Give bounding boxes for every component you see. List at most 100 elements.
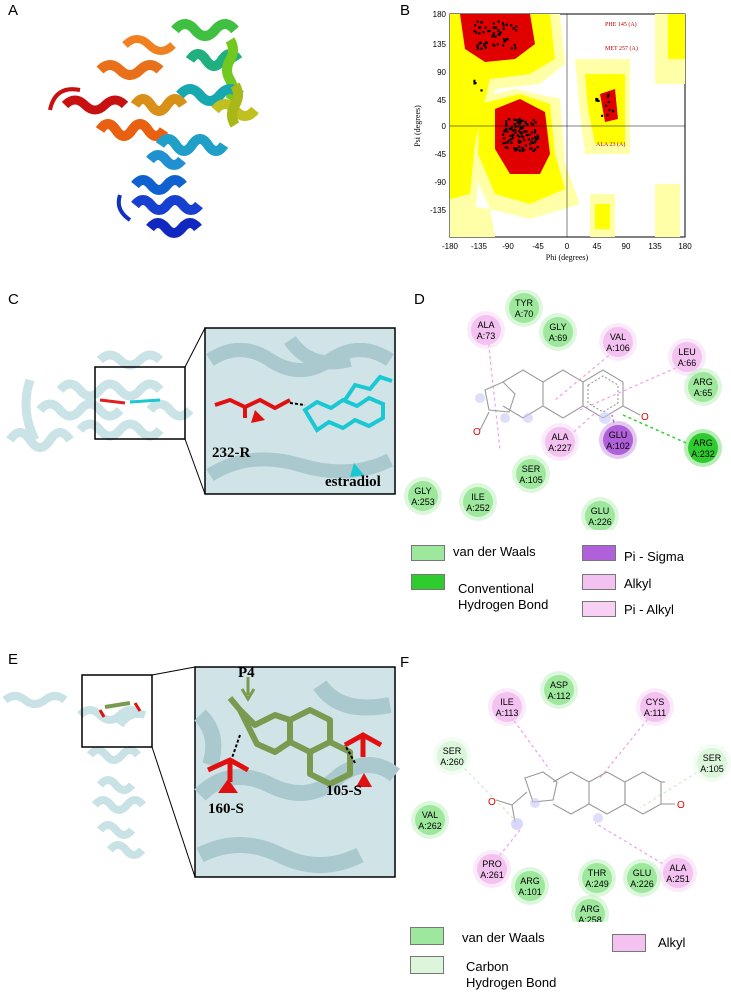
ramachandran-point: [476, 20, 479, 23]
ramachandran-point: [595, 99, 598, 102]
ramachandran-point: [506, 140, 509, 143]
ramachandran-point: [530, 140, 533, 143]
residue-name: GLY: [549, 322, 566, 332]
ramachandran-point: [473, 30, 476, 33]
ramachandran-point: [503, 137, 506, 140]
ramachandran-point: [521, 146, 524, 150]
residue-name: SER: [703, 753, 722, 763]
docking-view-p4: P4 160-S 105-S: [2, 665, 400, 878]
ramachandran-point: [505, 23, 508, 26]
ramachandran-point: [478, 42, 481, 45]
y-tick: -135: [430, 206, 447, 215]
ramachandran-point: [521, 126, 524, 130]
ramachandran-point: [505, 37, 509, 41]
ramachandran-point: [531, 137, 534, 140]
residue-name: GLU: [633, 868, 652, 878]
ramachandran-points: [473, 20, 615, 153]
ramachandran-point: [494, 26, 498, 29]
ramachandran-point: [476, 45, 479, 49]
residue-name: SER: [522, 464, 541, 474]
ramachandran-point: [504, 141, 507, 144]
ramachandran-point: [515, 29, 518, 32]
ramachandran-point: [530, 131, 534, 134]
ramachandran-plot: PHE 145 (A) MET 257 (A) ALA 23 (A) -180 …: [413, 10, 692, 262]
ramachandran-point: [514, 128, 517, 131]
residue-id: A:226: [588, 517, 612, 527]
ramachandran-point: [526, 123, 529, 126]
panel-letter-b: B: [400, 2, 411, 19]
ramachandran-point: [519, 119, 522, 122]
svg-text:O: O: [677, 800, 685, 811]
ramachandran-point: [510, 47, 513, 50]
panel-letter-f: F: [400, 654, 410, 671]
annotation-phe145: PHE 145 (A): [605, 21, 637, 28]
ramachandran-point: [534, 136, 537, 139]
x-tick: 90: [622, 242, 631, 251]
x-tick: -90: [502, 242, 514, 251]
residue-id: A:105: [700, 764, 724, 774]
ramachandran-point: [530, 122, 533, 125]
residue-name: GLU: [609, 430, 628, 440]
ramachandran-point: [502, 44, 505, 47]
ramachandran-point: [606, 113, 609, 117]
ramachandran-point: [511, 129, 515, 132]
ramachandran-point: [519, 126, 522, 129]
residue-id: A:226: [630, 879, 654, 889]
ramachandran-point: [514, 125, 517, 128]
ramachandran-point: [513, 118, 517, 122]
residue-id: A:261: [480, 870, 504, 880]
legend-label-vdw-f: van der Waals: [462, 930, 545, 945]
residue-id: A:66: [678, 358, 697, 368]
ramachandran-point: [492, 22, 496, 25]
annotation-met257: MET 257 (A): [605, 45, 638, 52]
ramachandran-point: [503, 130, 506, 133]
residue-id: A:69: [549, 333, 568, 343]
svg-text:O: O: [488, 797, 496, 808]
ramachandran-point: [492, 32, 496, 35]
ramachandran-point: [480, 47, 483, 50]
ramachandran-point: [537, 135, 540, 138]
ramachandran-point: [473, 79, 476, 82]
ramachandran-point: [506, 130, 509, 133]
residue-name: ARG: [520, 876, 540, 886]
ramachandran-point: [506, 146, 509, 149]
panel-letter-e: E: [8, 651, 19, 668]
svg-text:O: O: [641, 412, 649, 423]
ramachandran-point: [533, 129, 537, 132]
ramachandran-point: [510, 127, 513, 130]
ramachandran-point: [522, 124, 525, 128]
ramachandran-point: [529, 147, 532, 150]
legend-swatch-pisigma: [582, 545, 616, 561]
ramachandran-point: [510, 134, 513, 137]
y-tick: -90: [434, 178, 446, 187]
legend-label-hbond-2: Hydrogen Bond: [458, 597, 549, 612]
residue-id: A:111: [644, 708, 666, 718]
ramachandran-point: [516, 121, 519, 124]
ramachandran-point: [516, 119, 519, 122]
legend-label-vdw: van der Waals: [453, 544, 536, 559]
ramachandran-point: [521, 149, 524, 152]
ramachandran-point: [504, 39, 507, 42]
ramachandran-point: [504, 120, 508, 123]
legend-label-chbond-1: Carbon: [466, 959, 509, 974]
legend-label-pisigma: Pi - Sigma: [624, 549, 684, 564]
ramachandran-point: [513, 44, 516, 47]
y-axis-label: Psi (degrees): [413, 105, 422, 147]
residue-id: A:227: [548, 443, 572, 453]
panel-letter-d: D: [414, 291, 425, 308]
residue-id: A:249: [585, 879, 609, 889]
ramachandran-point: [517, 130, 521, 133]
ramachandran-point: [604, 104, 608, 107]
ramachandran-point: [533, 148, 537, 151]
ramachandran-point: [525, 133, 529, 137]
residue-name: TYR: [515, 298, 534, 308]
residue-id: A:102: [606, 441, 630, 451]
ramachandran-point: [478, 32, 481, 35]
